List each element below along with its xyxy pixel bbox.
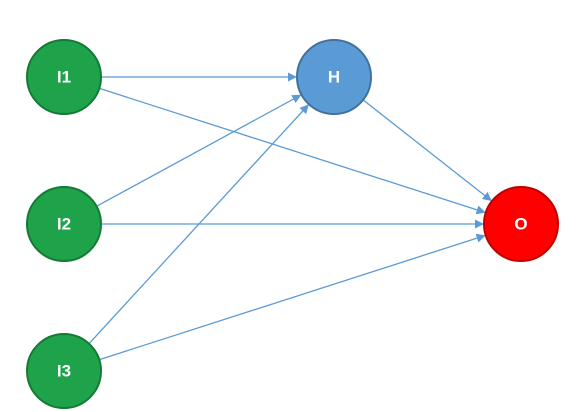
edge-i1-to-o xyxy=(99,87,486,215)
edge-i2-to-h xyxy=(96,94,302,207)
node-circle-i1 xyxy=(26,39,102,115)
node-label-i3: I3 xyxy=(57,361,71,380)
node-o: O xyxy=(483,186,559,262)
edge-i3-to-h xyxy=(88,104,309,345)
node-i2: I2 xyxy=(26,186,102,262)
node-i1: I1 xyxy=(26,39,102,115)
node-label-i1: I1 xyxy=(57,67,71,86)
node-i3: I3 xyxy=(26,333,102,409)
node-label-o: O xyxy=(514,214,527,233)
edges xyxy=(88,72,492,361)
node-label-h: H xyxy=(328,67,340,86)
node-circle-i3 xyxy=(26,333,102,409)
node-label-i2: I2 xyxy=(57,214,71,233)
node-circle-i2 xyxy=(26,186,102,262)
node-circle-o xyxy=(483,186,559,262)
node-circle-h xyxy=(296,39,372,115)
edge-h-to-o xyxy=(362,99,492,202)
node-h: H xyxy=(296,39,372,115)
edge-i3-to-o xyxy=(99,233,486,361)
